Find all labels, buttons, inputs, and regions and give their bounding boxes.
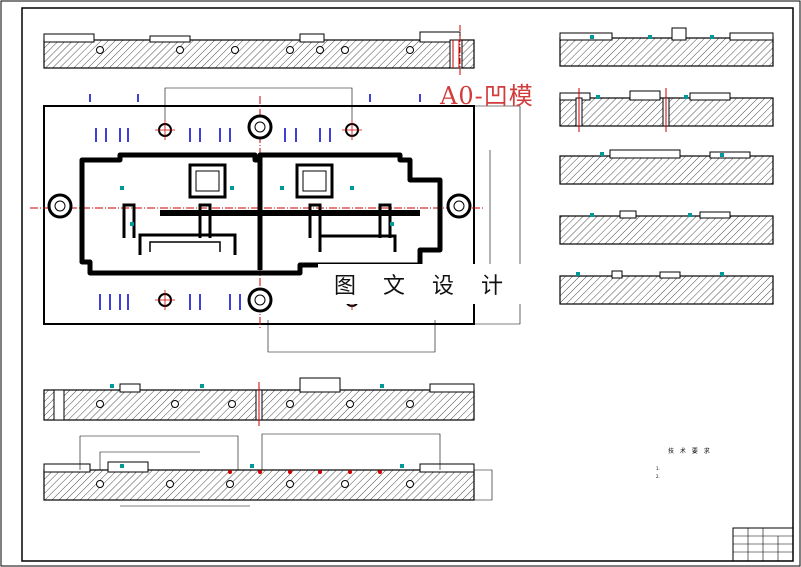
main-plan-view — [30, 87, 521, 353]
watermark-text: 图 文 设 计 — [318, 264, 529, 304]
technical-notes-heading: 技 术 要 求 — [668, 448, 712, 455]
technical-note-item: 2. — [656, 474, 660, 479]
title-block — [732, 527, 794, 562]
technical-note-item: 1. — [656, 466, 660, 471]
right-section-views — [559, 27, 774, 305]
bottom-section-views — [43, 377, 493, 507]
inner-border — [21, 7, 794, 562]
drawing-title-tag: A0-凹模 — [440, 82, 534, 110]
top-section-view — [43, 25, 475, 76]
